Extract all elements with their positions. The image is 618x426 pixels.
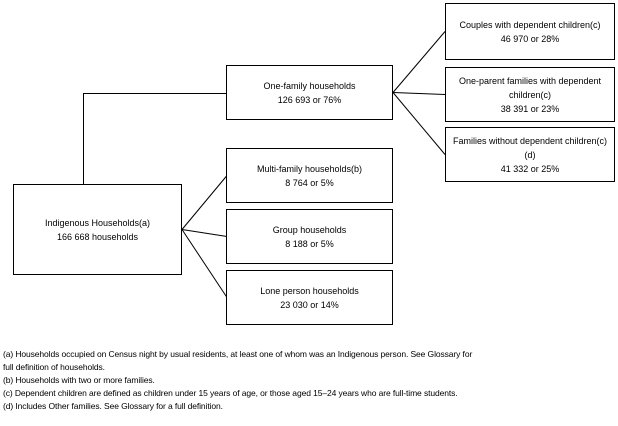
node-label: One-family households — [263, 80, 356, 91]
node-multi-family-households: Multi-family households(b) 8 764 or 5% — [226, 148, 393, 203]
node-one-family-households: One-family households 126 693 or 76% — [226, 65, 393, 120]
node-indigenous-households: Indigenous Households(a) 166 668 househo… — [13, 184, 182, 275]
node-label: Multi-family households(b) — [256, 163, 363, 174]
node-families-without-dependent-children: Families without dependent children(c)(d… — [445, 127, 615, 182]
node-value: 41 332 or 25% — [500, 163, 560, 174]
footnotes: (a) Households occupied on Census night … — [3, 348, 615, 413]
node-value: 166 668 households — [56, 231, 139, 242]
node-lone-person-households: Lone person households 23 030 or 14% — [226, 270, 393, 325]
node-label: Families without dependent children(c)(d… — [452, 135, 608, 160]
node-one-parent-families: One-parent families with dependent child… — [445, 67, 615, 122]
node-label: Indigenous Households(a) — [44, 217, 151, 228]
node-label: Couples with dependent children(c) — [459, 19, 601, 30]
node-value: 23 030 or 14% — [280, 299, 339, 310]
footnote-b: (b) Households with two or more families… — [3, 375, 155, 385]
node-label: One-parent families with dependent child… — [458, 75, 602, 100]
footnote-a-line1: (a) Households occupied on Census night … — [3, 349, 473, 359]
node-value: 8 188 or 5% — [285, 238, 334, 249]
node-label: Lone person households — [260, 285, 359, 296]
node-value: 126 693 or 76% — [277, 94, 342, 105]
node-group-households: Group households 8 188 or 5% — [226, 209, 393, 264]
footnote-a-line2: full definition of households. — [3, 362, 105, 372]
footnote-d: (d) Includes Other families. See Glossar… — [3, 401, 223, 411]
node-label: Group households — [272, 224, 347, 235]
node-value: 8 764 or 5% — [285, 177, 334, 188]
node-value: 46 970 or 28% — [500, 33, 560, 44]
node-couples-dependent-children: Couples with dependent children(c) 46 97… — [445, 3, 615, 60]
node-value: 38 391 or 23% — [500, 103, 560, 114]
footnote-c: (c) Dependent children are defined as ch… — [3, 388, 458, 398]
